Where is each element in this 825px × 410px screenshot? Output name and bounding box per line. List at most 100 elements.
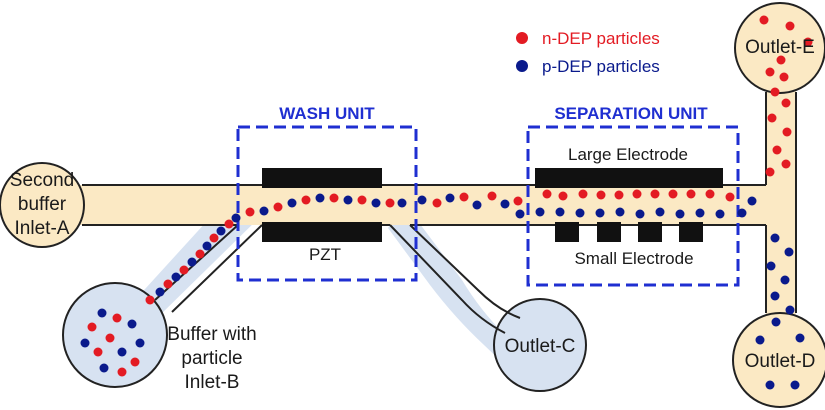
n-dep-particle <box>725 192 735 202</box>
p-dep-particle <box>472 200 482 210</box>
p-dep-particle <box>259 206 269 216</box>
n-dep-particle <box>117 367 127 377</box>
n-dep-particle <box>596 190 606 200</box>
electrodes <box>262 168 723 242</box>
n-dep-particle <box>432 198 442 208</box>
n-dep-particle <box>245 207 255 217</box>
p-dep-particle <box>535 207 545 217</box>
large-electrode <box>535 168 723 188</box>
n-dep-particle <box>779 72 789 82</box>
vertical-channel <box>766 55 796 340</box>
n-dep-particle <box>781 159 791 169</box>
p-dep-particle <box>755 335 765 345</box>
p-dep-particle <box>770 291 780 301</box>
legend-n-dep-marker <box>516 32 528 44</box>
p-dep-particle <box>737 208 747 218</box>
p-dep-particle <box>187 257 197 267</box>
pzt-bottom-electrode <box>262 222 382 242</box>
inlet-b-label-line3: Inlet-B <box>185 372 240 393</box>
pzt-top-electrode <box>262 168 382 188</box>
n-dep-particle <box>105 333 115 343</box>
n-dep-particle <box>542 189 552 199</box>
n-dep-particle <box>668 189 678 199</box>
outlet-e-port <box>734 2 825 94</box>
n-dep-particle <box>781 98 791 108</box>
separation-unit-title: SEPARATION UNIT <box>554 104 708 123</box>
p-dep-particle <box>770 233 780 243</box>
inlet-a-label-line3: Inlet-A <box>15 218 70 239</box>
legend-n-dep-label: n-DEP particles <box>542 29 660 48</box>
pzt-label: PZT <box>309 245 341 264</box>
channel-outlines <box>82 92 797 334</box>
n-dep-particle <box>459 192 469 202</box>
n-dep-particle <box>179 265 189 275</box>
n-dep-particle <box>273 202 283 212</box>
legend-p-dep-label: p-DEP particles <box>542 57 660 76</box>
p-dep-particle <box>287 198 297 208</box>
n-dep-particle <box>209 233 219 243</box>
p-dep-particle <box>515 209 525 219</box>
p-dep-particle <box>135 338 145 348</box>
p-dep-particle <box>117 347 127 357</box>
n-dep-particle <box>803 37 813 47</box>
p-dep-particle <box>635 209 645 219</box>
main-channel <box>70 185 766 225</box>
outlet-d-label: Outlet-D <box>745 351 816 372</box>
small-electrode-label: Small Electrode <box>574 249 693 268</box>
legend: n-DEP particles p-DEP particles <box>516 29 660 76</box>
p-dep-particle <box>595 208 605 218</box>
n-dep-particle <box>705 189 715 199</box>
p-dep-particle <box>231 213 241 223</box>
small-electrode-4 <box>679 222 703 242</box>
n-dep-particle <box>195 249 205 259</box>
n-dep-particle <box>558 191 568 201</box>
p-dep-particle <box>417 195 427 205</box>
outlet-c-port <box>493 298 587 392</box>
inlet-b-label-line1: Buffer with <box>167 324 256 345</box>
p-dep-particle <box>343 195 353 205</box>
inlet-a-label-line1: Second <box>10 170 74 191</box>
p-dep-particle <box>675 209 685 219</box>
outlet-c-label: Outlet-C <box>505 336 576 357</box>
n-dep-particle <box>776 55 786 65</box>
n-dep-particle <box>93 347 103 357</box>
p-dep-particle <box>171 272 181 282</box>
inlet-b-label-line2: particle <box>181 348 242 369</box>
p-dep-particle <box>445 193 455 203</box>
n-dep-particle <box>767 113 777 123</box>
small-electrode-1 <box>555 222 579 242</box>
n-dep-particle <box>329 193 339 203</box>
p-dep-particle <box>155 287 165 297</box>
p-dep-particle <box>397 198 407 208</box>
p-dep-particle <box>785 305 795 315</box>
n-dep-particle <box>614 190 624 200</box>
legend-p-dep-marker <box>516 60 528 72</box>
p-dep-particle <box>765 380 775 390</box>
n-dep-particle <box>87 322 97 332</box>
wash-unit-box <box>236 125 418 282</box>
n-dep-particle <box>782 127 792 137</box>
small-electrode-3 <box>638 222 662 242</box>
p-dep-particle <box>747 196 757 206</box>
large-electrode-label: Large Electrode <box>568 145 688 164</box>
p-dep-particle <box>315 193 325 203</box>
n-dep-particle <box>765 67 775 77</box>
p-dep-particle <box>790 380 800 390</box>
n-dep-particle <box>650 189 660 199</box>
p-dep-particle <box>655 207 665 217</box>
p-dep-particle <box>216 226 226 236</box>
p-dep-particle <box>771 317 781 327</box>
p-dep-particle <box>780 275 790 285</box>
n-dep-particle <box>130 357 140 367</box>
particles <box>80 15 813 390</box>
n-dep-particle <box>301 195 311 205</box>
separation-unit-box <box>526 125 740 287</box>
n-dep-particle <box>513 196 523 206</box>
n-dep-particle <box>385 198 395 208</box>
n-dep-particle <box>770 87 780 97</box>
outlet-e-label: Outlet-E <box>745 37 815 58</box>
p-dep-particle <box>715 209 725 219</box>
n-dep-particle <box>686 189 696 199</box>
